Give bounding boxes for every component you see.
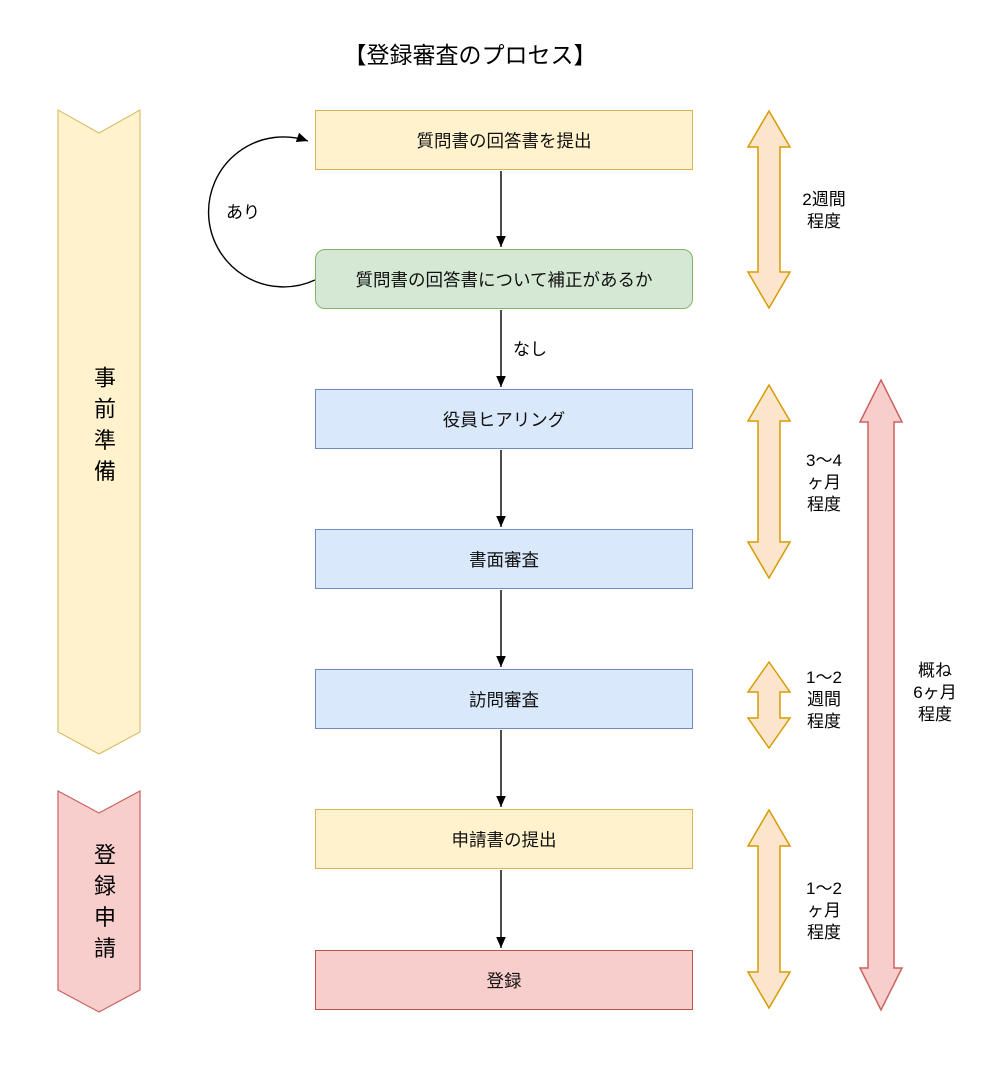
step-correction-check: 質問書の回答書について補正があるか <box>315 249 693 309</box>
step-submit-application: 申請書の提出 <box>315 809 693 869</box>
duration-line: 6ヶ月 <box>913 683 957 702</box>
loop-arrow <box>207 132 316 288</box>
duration-label-2weeks: 2週間 程度 <box>788 189 860 233</box>
step-submit-answer-doc: 質問書の回答書を提出 <box>315 110 693 170</box>
duration-line: 2週間 <box>802 190 846 209</box>
step-officer-hearing: 役員ヒアリング <box>315 389 693 449</box>
duration-label-3-4months: 3〜4 ヶ月 程度 <box>788 450 860 516</box>
overall-duration-arrow <box>858 378 904 1012</box>
step-label: 質問書の回答書について補正があるか <box>355 269 653 290</box>
duration-label-1-2months: 1〜2 ヶ月 程度 <box>788 878 860 944</box>
duration-line: 程度 <box>918 705 952 724</box>
phase-label-preparation: 事前準備 <box>91 366 116 491</box>
phase-chevron-preparation <box>57 109 141 755</box>
duration-line: 程度 <box>807 495 841 514</box>
diagram-title: 【登録審査のプロセス】 <box>343 42 597 68</box>
branch-label-no: なし <box>513 340 547 359</box>
duration-line: 1〜2 <box>806 879 842 898</box>
overall-duration-label: 概ね 6ヶ月 程度 <box>899 660 971 726</box>
duration-label-1-2weeks: 1〜2 週間 程度 <box>788 667 860 733</box>
duration-arrow-3-4months <box>746 383 792 580</box>
duration-line: 概ね <box>918 661 952 680</box>
duration-arrow-1-2weeks <box>746 660 792 750</box>
branch-label-yes: あり <box>226 203 260 222</box>
step-label: 登録 <box>486 970 522 991</box>
phase-label-application: 登録申請 <box>91 843 116 968</box>
step-label: 質問書の回答書を提出 <box>416 130 592 151</box>
duration-line: 3〜4 <box>806 451 842 470</box>
step-label: 申請書の提出 <box>451 829 557 850</box>
duration-arrow-1-2months <box>746 808 792 1010</box>
duration-line: 程度 <box>807 212 841 231</box>
duration-line: 程度 <box>807 712 841 731</box>
duration-arrow-2weeks <box>746 109 792 310</box>
duration-line: 週間 <box>807 690 841 709</box>
step-label: 書面審査 <box>469 549 539 570</box>
duration-line: ヶ月 <box>807 473 841 492</box>
phase-chevron-application <box>57 789 141 1013</box>
step-label: 訪問審査 <box>469 689 539 710</box>
duration-line: 1〜2 <box>806 668 842 687</box>
step-label: 役員ヒアリング <box>442 409 566 430</box>
duration-line: ヶ月 <box>807 901 841 920</box>
duration-line: 程度 <box>807 923 841 942</box>
step-document-review: 書面審査 <box>315 529 693 589</box>
step-registration: 登録 <box>315 950 693 1010</box>
step-visit-review: 訪問審査 <box>315 669 693 729</box>
